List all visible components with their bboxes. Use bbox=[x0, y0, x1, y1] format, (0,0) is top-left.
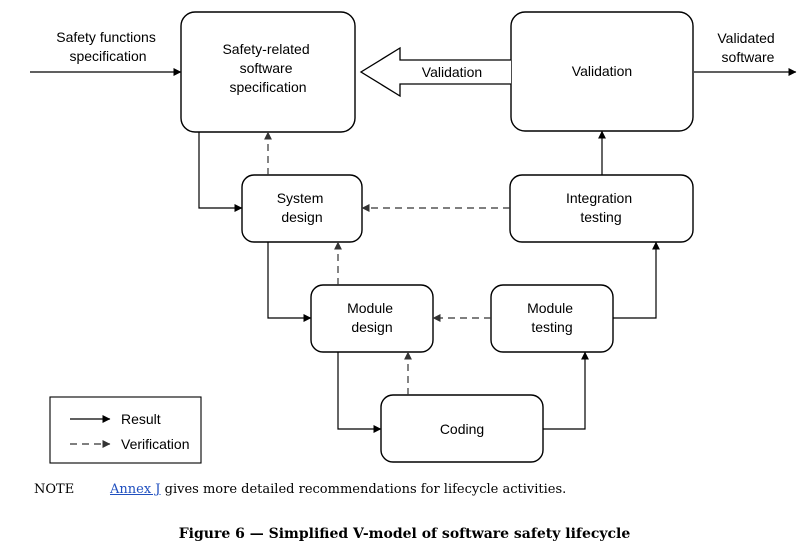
svg-text:Safety-related software: Safety-related software specification bbox=[222, 41, 313, 95]
result-arrow-system-to-module-design bbox=[267, 242, 312, 322]
svg-text:Module design: Module design bbox=[347, 300, 397, 335]
result-arrow-module-design-to-coding bbox=[337, 352, 382, 433]
module-testing-box: Module testing bbox=[490, 284, 614, 353]
note-label: NOTE bbox=[34, 482, 75, 497]
svg-text:Coding: Coding bbox=[440, 421, 484, 437]
output-label: Validated software bbox=[717, 30, 778, 65]
legend-result-label: Result bbox=[121, 411, 161, 427]
module-design-box: Module design bbox=[310, 284, 434, 353]
input-label: Safety functions specification bbox=[56, 29, 160, 64]
coding-box: Coding bbox=[380, 394, 544, 463]
note-text: gives more detailed recommendations for … bbox=[160, 482, 567, 497]
validation-hollow-arrow: Validation bbox=[359, 46, 511, 98]
svg-text:Module testing: Module testing bbox=[527, 300, 577, 335]
v-model-diagram: Safety functions specification Validated… bbox=[30, 11, 797, 464]
figure-caption: Figure 6 — Simplified V-model of softwar… bbox=[178, 526, 631, 542]
legend-verification-label: Verification bbox=[121, 436, 189, 452]
annex-j-link[interactable]: Annex J bbox=[110, 482, 161, 497]
validation-box: Validation bbox=[510, 11, 694, 132]
note: NOTE Annex J gives more detailed recommen… bbox=[34, 482, 794, 497]
legend: Result Verification bbox=[49, 396, 202, 464]
integration-testing-box: Integration testing bbox=[509, 174, 694, 243]
safety-spec-box: Safety-related software specification bbox=[180, 11, 356, 133]
svg-text:System design: System design bbox=[277, 190, 328, 225]
result-arrow-module-to-integration-testing bbox=[613, 241, 660, 319]
svg-text:Validation: Validation bbox=[422, 64, 482, 80]
result-arrow-spec-to-system-design bbox=[198, 132, 243, 212]
svg-text:Validation: Validation bbox=[572, 63, 632, 79]
system-design-box: System design bbox=[241, 174, 363, 243]
svg-text:Integration testing: Integration testing bbox=[566, 190, 636, 225]
result-arrow-coding-to-module-testing bbox=[543, 351, 589, 430]
